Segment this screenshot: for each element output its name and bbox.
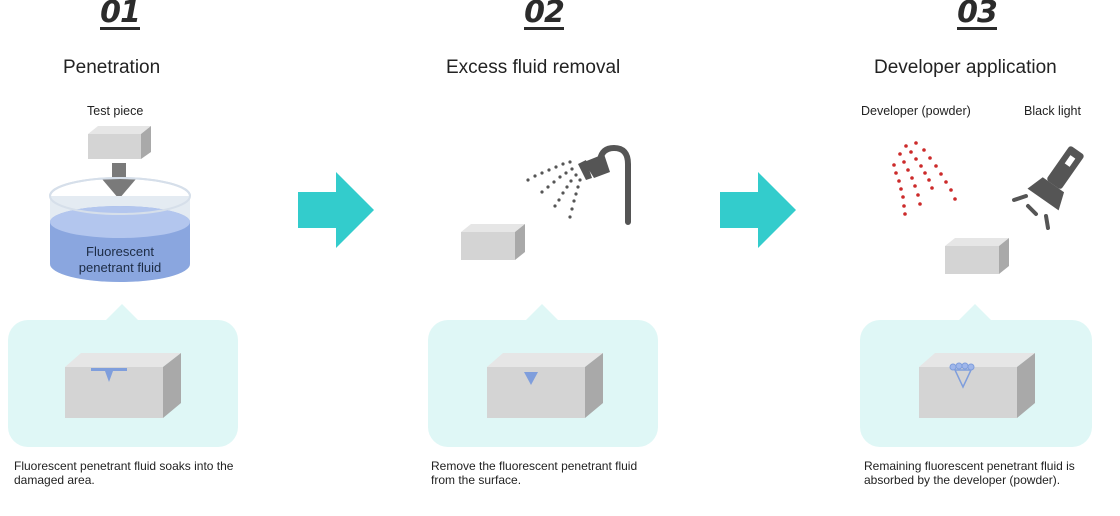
- fluid-container: [49, 177, 191, 282]
- step-3-title: Developer application: [874, 57, 1057, 78]
- step-1-caption: Fluorescent penetrant fluid soaks into t…: [14, 459, 234, 487]
- test-piece-block: [88, 126, 151, 159]
- developer-powder-icon: [892, 141, 957, 216]
- fluid-label-line-2: penetrant fluid: [78, 260, 162, 275]
- step-1-damaged-block: [65, 353, 181, 418]
- detail-pointer: [958, 304, 992, 321]
- right-arrow-icon: [720, 172, 796, 248]
- down-arrow-icon: [102, 163, 136, 199]
- step-3-number: 03: [947, 0, 1007, 30]
- step-2-title: Excess fluid removal: [446, 57, 621, 78]
- step-2-test-piece-block: [461, 224, 525, 260]
- right-arrow-icon: [298, 172, 374, 248]
- flashlight-icon: [1012, 146, 1084, 230]
- shower-icon: [526, 144, 631, 225]
- developer-label: Developer (powder): [861, 104, 971, 118]
- step-3-developed-block: [919, 353, 1035, 418]
- fluid-label: Fluorescent penetrant fluid: [68, 244, 172, 276]
- fluid-label-line-1: Fluorescent: [86, 244, 154, 259]
- detail-pointer: [525, 304, 559, 321]
- step-3-caption: Remaining fluorescent penetrant fluid is…: [864, 459, 1075, 487]
- step-2-caption: Remove the fluorescent penetrant fluid f…: [431, 459, 638, 487]
- detail-pointer: [105, 304, 139, 321]
- step-3-test-piece-block: [945, 238, 1009, 274]
- step-2-cleaned-block: [487, 353, 603, 418]
- step-1-number: 01: [90, 0, 150, 30]
- step-2-number: 02: [514, 0, 574, 30]
- step-1-title: Penetration: [63, 57, 161, 78]
- test-piece-label: Test piece: [87, 104, 144, 118]
- black-light-label: Black light: [1024, 104, 1081, 118]
